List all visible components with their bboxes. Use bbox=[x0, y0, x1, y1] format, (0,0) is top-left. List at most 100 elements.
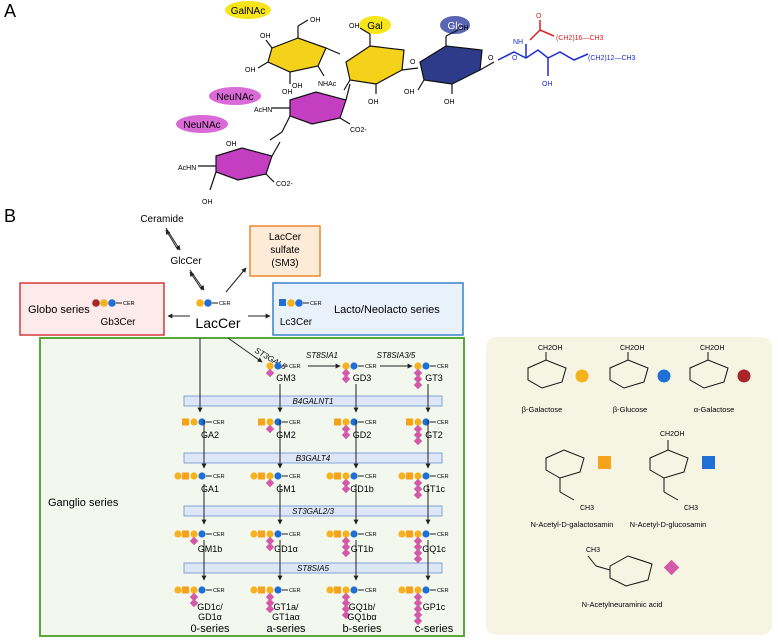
cer-r0-b: CER bbox=[365, 364, 377, 370]
neu-r4-a-2 bbox=[265, 604, 275, 614]
bglc-symbol bbox=[657, 369, 671, 383]
neunac-ring-1 bbox=[269, 83, 351, 141]
gal-dot bbox=[100, 299, 108, 307]
glc-r4-a bbox=[274, 586, 282, 594]
gal-r3-c bbox=[414, 530, 422, 538]
label-ga2: GA2 bbox=[201, 430, 219, 440]
glc-tag-label: Glc bbox=[448, 21, 463, 32]
glc-oh-3: OH bbox=[404, 89, 415, 96]
neu-r3-c-0 bbox=[413, 536, 423, 546]
band-st8sia5 bbox=[183, 562, 443, 574]
galnac-r2-c bbox=[406, 472, 413, 480]
neunac2-oh: OH bbox=[226, 141, 237, 148]
arrow-lac-glc bbox=[189, 271, 203, 291]
globo-series-label: Globo series bbox=[28, 304, 90, 316]
galnac-r4-c bbox=[406, 586, 413, 594]
band-b4galnt1 bbox=[183, 395, 443, 407]
sphingosine-chain: (CH2)12—CH3 bbox=[588, 55, 636, 62]
neu-r4-a-0 bbox=[265, 592, 275, 602]
galnac-r2-0 bbox=[182, 472, 189, 480]
neunac2-achn: AcHN bbox=[178, 165, 196, 172]
glc-r3-b bbox=[350, 530, 358, 538]
enz-st8sia5: ST8SIA5 bbox=[297, 564, 330, 573]
glcnac-ch3: CH3 bbox=[684, 505, 698, 512]
galnac-r2-b bbox=[334, 472, 341, 480]
neu-r3-a-1 bbox=[265, 542, 275, 552]
lacto-series-label: Lacto/Neolacto series bbox=[334, 304, 440, 316]
bgal-symbol bbox=[575, 369, 589, 383]
neu-r4-a-1 bbox=[265, 598, 275, 608]
neu-r4-b-3 bbox=[341, 610, 351, 620]
ganglio-series-box bbox=[39, 337, 465, 637]
laccer-sulfate-box bbox=[249, 225, 321, 277]
arrow-to-sulfate bbox=[225, 267, 247, 293]
label-gd1a: GD1α bbox=[274, 544, 298, 554]
gal-r3-0 bbox=[190, 530, 198, 538]
neu-r4-b-2 bbox=[341, 604, 351, 614]
label-gp1c: GP1c bbox=[423, 602, 446, 612]
cer-r1-b: CER bbox=[365, 420, 377, 426]
glc-r2-a bbox=[274, 472, 282, 480]
gal-r1-c bbox=[414, 418, 422, 426]
acyl-o: O bbox=[536, 13, 542, 20]
agal-label: α-Galactose bbox=[694, 405, 735, 414]
bglc-ch2oh: CH2OH bbox=[620, 345, 645, 352]
agal-structure bbox=[689, 352, 729, 389]
series-0: 0-series bbox=[190, 623, 230, 635]
ceramide-oh: OH bbox=[542, 81, 553, 88]
neu-r1-b-1 bbox=[341, 430, 351, 440]
label-gd1c: GD1c/ bbox=[197, 602, 223, 612]
arrow-cer-glc bbox=[165, 227, 181, 251]
galnac-r1-c bbox=[406, 418, 413, 426]
galnac-symbol bbox=[598, 456, 611, 469]
gal-outer-r4-c bbox=[398, 586, 406, 594]
glcnac-square bbox=[279, 299, 286, 306]
label-gt2: GT2 bbox=[425, 430, 443, 440]
gal-outer-r4-a bbox=[250, 586, 258, 594]
label-gq1c: GQ1c bbox=[422, 544, 446, 554]
label-gt1a: GT1a/ bbox=[273, 602, 299, 612]
neu-r2-b-1 bbox=[341, 484, 351, 494]
gal-o-link: O bbox=[410, 59, 416, 66]
galnac-oh-1: OH bbox=[260, 33, 271, 40]
laccer-sulfate-l3: (SM3) bbox=[271, 258, 298, 269]
gal-r4-0 bbox=[190, 586, 198, 594]
cer-r4-a: CER bbox=[289, 588, 301, 594]
galnac-r3-b bbox=[334, 530, 341, 538]
glc-r1-a bbox=[274, 418, 282, 426]
glcnac-legend-label: N-Acetyl-D-glucosamin bbox=[630, 520, 707, 529]
band-st3gal23 bbox=[183, 505, 443, 517]
neu-r1-c-1 bbox=[413, 430, 423, 440]
galnac-structure bbox=[545, 449, 585, 501]
neunac2-co2: CO2- bbox=[276, 181, 293, 188]
galnac-r3-0 bbox=[182, 530, 189, 538]
neu-legend-label: N-Acetylneuraminic acid bbox=[582, 600, 663, 609]
agal-ch2oh: CH2OH bbox=[700, 345, 725, 352]
neu-r3-b-0 bbox=[341, 536, 351, 546]
cer-r4-c: CER bbox=[437, 588, 449, 594]
cer-r1-a: CER bbox=[289, 420, 301, 426]
glc-r3-0 bbox=[198, 530, 206, 538]
galnac-tag-label: GalNAc bbox=[231, 6, 265, 17]
legend-panel bbox=[486, 337, 772, 635]
gal-r0-b bbox=[342, 362, 350, 370]
gal-outer-r2-a bbox=[250, 472, 258, 480]
lacto-cer: CER bbox=[310, 301, 322, 307]
ceramide-backbone bbox=[497, 44, 589, 76]
neu-r4-c-3 bbox=[413, 610, 423, 620]
galnac-r1-b bbox=[334, 418, 341, 426]
neu-r4-c-0 bbox=[413, 592, 423, 602]
neu-ch3: CH3 bbox=[586, 547, 600, 554]
glc-ring bbox=[417, 29, 495, 94]
gal-r4-a bbox=[266, 586, 274, 594]
neu-r1-a-0 bbox=[265, 424, 275, 434]
agal-symbol bbox=[737, 369, 751, 383]
lacto-series-box bbox=[272, 282, 464, 336]
neu-r2-a-0 bbox=[265, 478, 275, 488]
band-b3galt4 bbox=[183, 452, 443, 464]
cer-r1-0: CER bbox=[213, 420, 225, 426]
laccer-label: LacCer bbox=[195, 315, 240, 331]
label-gt1aalpha: GT1aα bbox=[272, 612, 300, 622]
agal-dot bbox=[92, 299, 100, 307]
